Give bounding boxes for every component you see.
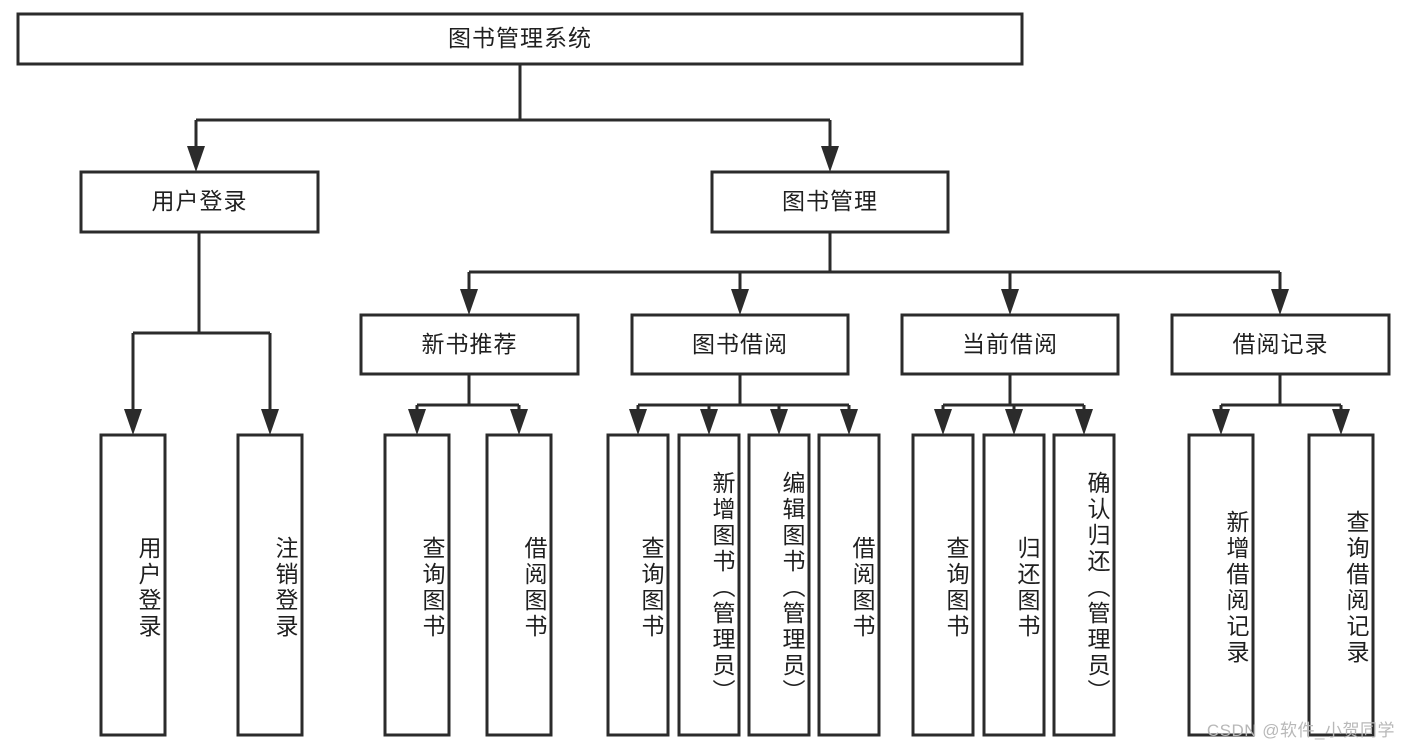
node-box-leaf-confirm-return[interactable]	[1052, 433, 1116, 737]
borrow-record-arrow-0	[1212, 409, 1230, 435]
node-box-book-borrow[interactable]	[630, 313, 850, 376]
book-borrow-arrow-0	[629, 409, 647, 435]
node-box-user-login[interactable]	[79, 170, 320, 234]
node-box-current-borrow[interactable]	[900, 313, 1120, 376]
node-box-leaf-add-book[interactable]	[677, 433, 741, 737]
node-box-leaf-return-book[interactable]	[982, 433, 1046, 737]
node-box-leaf-user-login[interactable]	[99, 433, 167, 737]
current-borrow-arrow-1	[1005, 409, 1023, 435]
node-box-leaf-query-book-borrow[interactable]	[606, 433, 670, 737]
book-manage-arrow-1	[731, 289, 749, 315]
current-borrow-arrow-2	[1075, 409, 1093, 435]
node-box-leaf-query-record[interactable]	[1307, 433, 1375, 737]
node-box-borrow-record[interactable]	[1170, 313, 1391, 376]
connector-layer	[124, 64, 1350, 435]
node-box-leaf-edit-book[interactable]	[747, 433, 811, 737]
root-arrow-1	[821, 146, 839, 172]
node-box-root[interactable]	[16, 12, 1024, 66]
new-book-rec-arrow-1	[510, 409, 528, 435]
node-box-layer	[16, 12, 1391, 737]
user-login-arrow-0	[124, 409, 142, 435]
book-manage-arrow-0	[460, 289, 478, 315]
node-box-leaf-add-record[interactable]	[1187, 433, 1255, 737]
node-box-leaf-logout[interactable]	[236, 433, 304, 737]
node-box-book-manage[interactable]	[710, 170, 950, 234]
book-borrow-arrow-1	[700, 409, 718, 435]
book-manage-arrow-3	[1271, 289, 1289, 315]
borrow-record-arrow-1	[1332, 409, 1350, 435]
node-box-leaf-borrow-book[interactable]	[817, 433, 881, 737]
node-box-new-book-rec[interactable]	[359, 313, 580, 376]
book-manage-arrow-2	[1001, 289, 1019, 315]
user-login-arrow-1	[261, 409, 279, 435]
current-borrow-arrow-0	[934, 409, 952, 435]
node-box-leaf-query-book-current[interactable]	[911, 433, 975, 737]
node-box-leaf-borrow-book-rec[interactable]	[485, 433, 553, 737]
new-book-rec-arrow-0	[408, 409, 426, 435]
book-borrow-arrow-2	[770, 409, 788, 435]
node-box-leaf-query-book-rec[interactable]	[383, 433, 451, 737]
book-borrow-arrow-3	[840, 409, 858, 435]
root-arrow-0	[187, 146, 205, 172]
